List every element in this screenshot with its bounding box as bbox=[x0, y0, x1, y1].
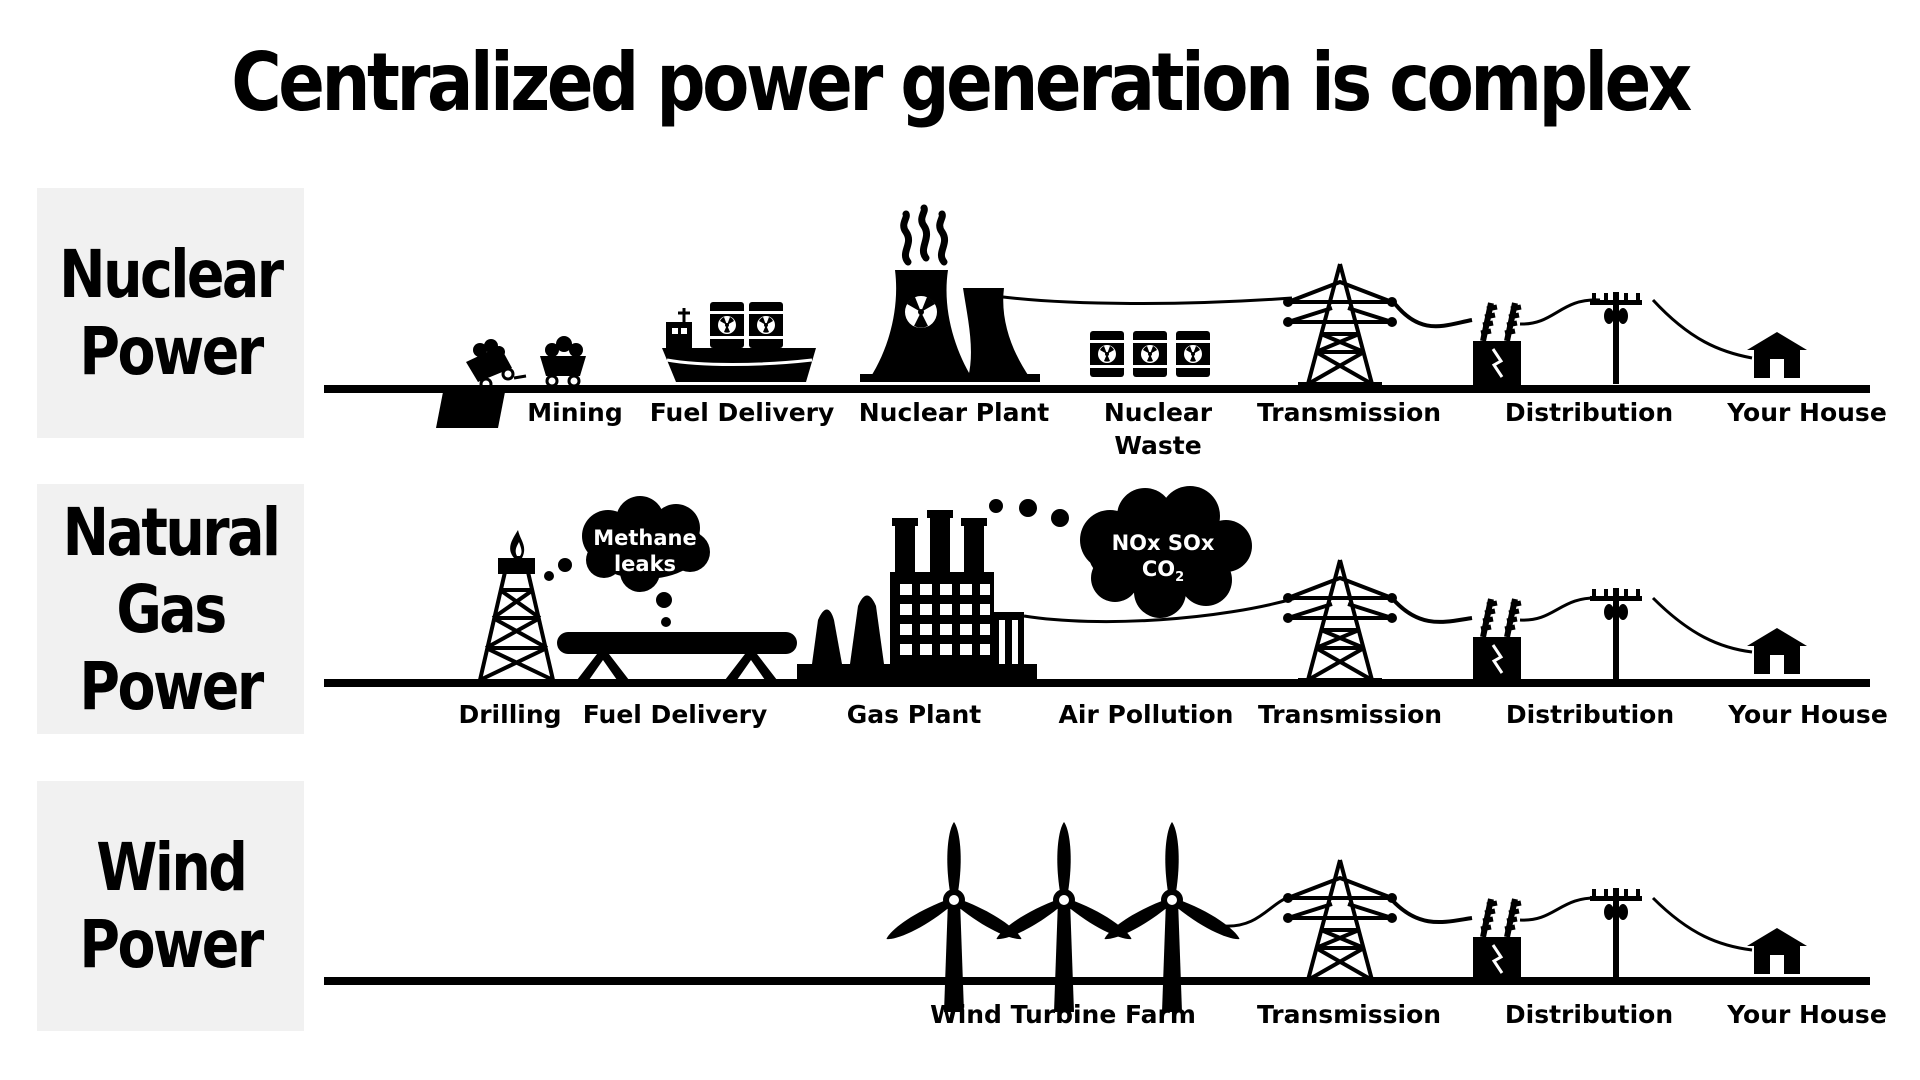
callout-line: NOx SOx bbox=[1111, 531, 1215, 555]
house-icon bbox=[1747, 928, 1807, 974]
stage-label: Drilling bbox=[458, 700, 562, 729]
callout-subscript: 2 bbox=[1175, 570, 1185, 586]
stage-label: Fuel Delivery bbox=[649, 398, 835, 427]
transmission-tower-icon bbox=[1283, 858, 1397, 982]
power-line bbox=[1519, 896, 1601, 922]
stage-label: Your House bbox=[1727, 1000, 1887, 1029]
stage-label: Transmission bbox=[1257, 700, 1443, 729]
drilling-rig-icon bbox=[478, 558, 555, 682]
stage-label: Fuel Delivery bbox=[582, 700, 768, 729]
emissions-cloud-icon bbox=[1080, 486, 1252, 618]
methane-callout: Methane leaks bbox=[593, 525, 697, 577]
stage-label: Nuclear Waste bbox=[1103, 398, 1213, 460]
stage-label: Air Pollution bbox=[1058, 700, 1234, 729]
row-label-line: Natural bbox=[62, 493, 281, 571]
stage-label: Mining bbox=[527, 398, 623, 427]
stage-label: Gas Plant bbox=[846, 700, 982, 729]
cooling-tower-icon bbox=[860, 288, 1040, 382]
methane-cloud-icon bbox=[582, 496, 710, 627]
page-title: Centralized power generation is complex bbox=[231, 36, 1692, 129]
row-label-line: Power bbox=[79, 313, 264, 390]
waste-barrels-icon bbox=[1090, 331, 1210, 377]
radioactive-barrel-icon bbox=[749, 302, 783, 348]
row-label-nuclear-power: Nuclear Power bbox=[37, 188, 304, 438]
mine-pit-icon bbox=[436, 392, 505, 428]
power-line bbox=[1390, 596, 1473, 624]
radioactive-barrel-icon bbox=[710, 302, 744, 348]
power-line bbox=[1519, 298, 1601, 326]
stage-label: Distribution bbox=[1504, 398, 1674, 427]
callout-line: leaks bbox=[613, 552, 677, 576]
ground-line-gas bbox=[324, 679, 1870, 687]
transformer-icon bbox=[1473, 303, 1521, 385]
mine-cart-icon bbox=[466, 339, 527, 391]
cargo-ship-icon bbox=[662, 308, 816, 382]
stage-label: Transmission bbox=[1256, 398, 1442, 427]
power-line bbox=[1651, 896, 1753, 952]
row-label-line: Power bbox=[79, 647, 264, 725]
transformer-icon bbox=[1473, 599, 1521, 681]
emissions-callout: NOx SOx CO2 bbox=[1112, 530, 1215, 591]
utility-pole-icon bbox=[1590, 888, 1642, 980]
power-line bbox=[1002, 295, 1293, 306]
callout-text: CO bbox=[1141, 557, 1176, 581]
power-line bbox=[1519, 596, 1601, 622]
callout-line: Methane bbox=[593, 526, 697, 550]
row-label-natural-gas-power: Natural Gas Power bbox=[37, 484, 304, 734]
stage-label: Nuclear Plant bbox=[858, 398, 1050, 427]
stage-label: Distribution bbox=[1504, 1000, 1674, 1029]
house-icon bbox=[1747, 628, 1807, 674]
row-label-line: Power bbox=[79, 906, 264, 983]
power-line bbox=[1390, 298, 1473, 329]
house-icon bbox=[1747, 332, 1807, 378]
ground-line-nuclear bbox=[324, 385, 1870, 393]
power-line bbox=[1651, 596, 1753, 654]
transmission-tower-icon bbox=[1283, 558, 1397, 682]
utility-pole-icon bbox=[1590, 588, 1642, 680]
power-line bbox=[1223, 894, 1293, 928]
mine-cart-icon bbox=[540, 336, 586, 388]
stage-label: Your House bbox=[1727, 398, 1887, 427]
stage-label: Wind Turbine Farm bbox=[930, 1000, 1196, 1029]
power-line bbox=[1023, 596, 1297, 624]
transmission-tower-icon bbox=[1283, 262, 1397, 386]
cooling-tower-icon bbox=[870, 204, 972, 378]
row-label-wind-power: Wind Power bbox=[37, 781, 304, 1031]
stage-label: Distribution bbox=[1505, 700, 1675, 729]
row-label-line: Wind bbox=[95, 829, 248, 906]
callout-line: CO2 bbox=[1112, 556, 1215, 591]
row-label-line: Nuclear bbox=[59, 236, 284, 313]
power-line bbox=[1651, 298, 1753, 360]
power-line bbox=[1390, 898, 1473, 925]
ground-line-wind bbox=[324, 977, 1870, 985]
stage-label: Transmission bbox=[1256, 1000, 1442, 1029]
utility-pole-icon bbox=[1590, 292, 1642, 384]
transformer-icon bbox=[1473, 899, 1521, 981]
row-label-line: Gas bbox=[116, 570, 227, 648]
stage-label: Your House bbox=[1728, 700, 1888, 729]
pipeline-icon bbox=[557, 632, 797, 680]
